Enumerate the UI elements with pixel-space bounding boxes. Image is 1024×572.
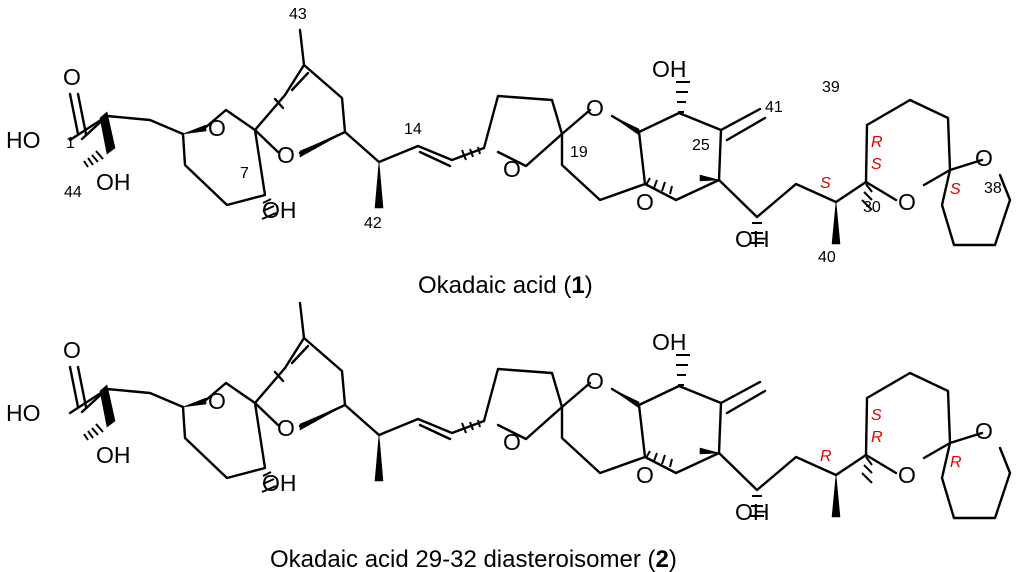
locant-44: 44 xyxy=(64,184,82,201)
ring-e-oxygen: O xyxy=(636,189,654,215)
locant-7: 7 xyxy=(240,165,249,182)
ring-f-oxygen: O xyxy=(898,189,916,215)
stereo-c34: S xyxy=(950,181,961,198)
ring-g-oxygen: O xyxy=(975,145,993,171)
carbonyl-oxygen: O xyxy=(63,64,81,90)
okadaic-acid-structure: O HO OH O O OH O O OH O OH O O 1 7 14 19… xyxy=(6,6,1012,299)
carbonyl-oxygen: O xyxy=(63,337,81,363)
stereo-c30: S xyxy=(871,156,882,173)
diastereoisomer-structure: O HO OH O O OH O O OH O OH O O R S R R O… xyxy=(6,301,1012,572)
stereo-c30: R xyxy=(871,429,883,446)
c2-hydroxyl: OH xyxy=(96,169,131,195)
ring-f-oxygen: O xyxy=(898,462,916,488)
ring-a-oxygen: O xyxy=(208,115,226,141)
c7-hydroxyl: OH xyxy=(262,470,297,496)
stereo-c34: R xyxy=(950,454,962,471)
caption-compound-2: Okadaic acid 29-32 diasteroisomer (2) xyxy=(270,546,677,572)
locant-25: 25 xyxy=(692,137,710,154)
ring-b-oxygen: O xyxy=(277,415,295,441)
stereo-c29: S xyxy=(820,175,831,192)
locant-30: 30 xyxy=(863,199,881,216)
stereo-c31: S xyxy=(871,407,882,424)
ring-c-oxygen: O xyxy=(503,156,521,182)
locant-40: 40 xyxy=(818,249,836,266)
ring-e-oxygen: O xyxy=(636,462,654,488)
carboxylic-hydroxyl: HO xyxy=(6,400,41,426)
ring-c-oxygen: O xyxy=(503,429,521,455)
ring-a-oxygen: O xyxy=(208,388,226,414)
c27-hydroxyl: OH xyxy=(735,226,770,252)
c7-hydroxyl: OH xyxy=(262,197,297,223)
ring-g-oxygen: O xyxy=(975,418,993,444)
locant-38: 38 xyxy=(984,180,1002,197)
caption-compound-1: Okadaic acid (1) xyxy=(418,272,593,299)
locant-41: 41 xyxy=(765,99,783,116)
locant-1: 1 xyxy=(66,135,75,152)
c24-hydroxyl: OH xyxy=(652,56,687,82)
locant-39: 39 xyxy=(822,79,840,96)
locant-42: 42 xyxy=(364,215,382,232)
ring-b-oxygen: O xyxy=(277,142,295,168)
locant-19: 19 xyxy=(570,144,588,161)
locant-14: 14 xyxy=(404,121,422,138)
ring-d-oxygen: O xyxy=(586,368,604,394)
c24-hydroxyl: OH xyxy=(652,329,687,355)
carboxylic-hydroxyl: HO xyxy=(6,127,41,153)
locant-43: 43 xyxy=(289,6,307,23)
stereo-c29: R xyxy=(820,448,832,465)
stereo-c31: R xyxy=(871,134,883,151)
c27-hydroxyl: OH xyxy=(735,499,770,525)
c2-hydroxyl: OH xyxy=(96,442,131,468)
ring-d-oxygen: O xyxy=(586,95,604,121)
